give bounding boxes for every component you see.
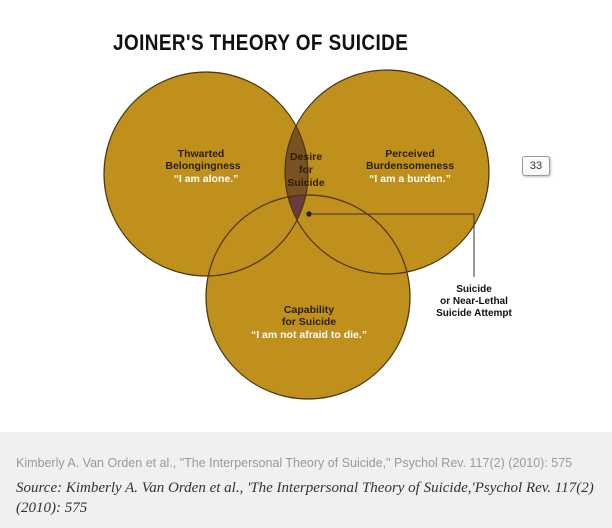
outline-perceived (284, 69, 490, 275)
thwarted-label-line1: Thwarted (178, 148, 225, 160)
page-number-badge: 33 (522, 156, 550, 176)
source-citation: Source: Kimberly A. Van Orden et al., 'T… (16, 480, 594, 516)
outcome-label-line3: Suicide Attempt (436, 308, 512, 319)
caption-citation: Kimberly A. Van Orden et al., "The Inter… (16, 456, 573, 470)
perceived-quote: “I am a burden.” (369, 173, 451, 185)
desire-label-line3: Suicide (287, 177, 325, 189)
caption-area: Kimberly A. Van Orden et al., "The Inter… (0, 432, 612, 528)
capability-quote: “I am not afraid to die.” (251, 329, 367, 341)
capability-label-line1: Capability (284, 304, 334, 316)
venn-diagram: Thwarted Belongingness “I am alone.” Per… (103, 69, 513, 400)
capability-label-line2: for Suicide (282, 316, 336, 328)
thwarted-label-line2: Belongingness (165, 160, 240, 172)
perceived-label-line1: Perceived (385, 148, 435, 160)
desire-label-line1: Desire (290, 151, 322, 163)
desire-label-line2: for (299, 164, 313, 176)
thwarted-quote: “I am alone.” (174, 173, 239, 185)
perceived-label-line2: Burdensomeness (366, 160, 454, 172)
outline-thwarted (103, 71, 309, 277)
outline-capability (205, 194, 411, 400)
diagram-title: JOINER'S THEORY OF SUICIDE (113, 30, 409, 55)
circle-capability-for-suicide (206, 195, 410, 399)
figure: JOINER'S THEORY OF SUICIDE Thwarted Belo… (103, 30, 550, 400)
outcome-label-line2: or Near-Lethal (440, 296, 508, 307)
outcome-connector-line (309, 213, 475, 277)
outcome-label-line1: Suicide (456, 284, 492, 295)
